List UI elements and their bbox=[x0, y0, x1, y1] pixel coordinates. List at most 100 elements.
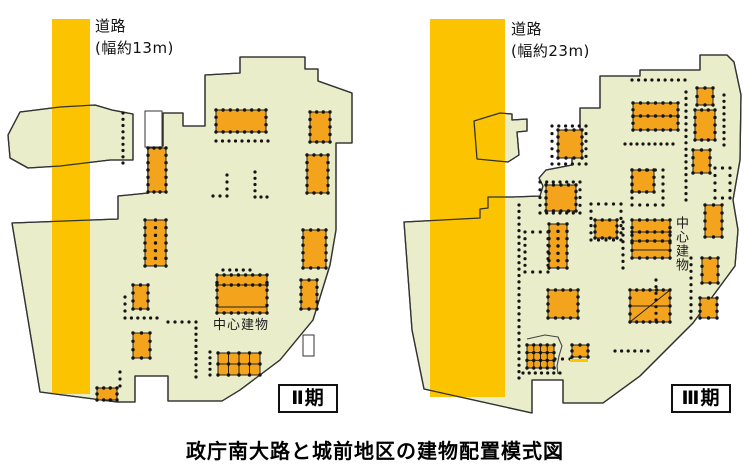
pillar-dot bbox=[630, 248, 634, 253]
pillar-dot bbox=[248, 268, 252, 272]
pillar-dot bbox=[194, 332, 198, 336]
pillar-dot bbox=[643, 78, 647, 82]
pillar-dot bbox=[645, 218, 649, 222]
pillar-dot bbox=[253, 176, 257, 180]
pillar-dot bbox=[242, 108, 247, 112]
pillar-dot bbox=[619, 216, 623, 220]
pillar-dot bbox=[703, 235, 707, 239]
pillar-dot bbox=[315, 307, 319, 311]
pillar-dot bbox=[711, 203, 716, 207]
pillar-dot bbox=[146, 299, 150, 303]
pillar-dot bbox=[653, 114, 658, 118]
pillar-dot bbox=[722, 124, 726, 128]
pillar-dot bbox=[153, 264, 158, 268]
pillar-dot bbox=[121, 136, 125, 140]
pillar-dot bbox=[108, 386, 113, 390]
pillar-dot bbox=[676, 128, 680, 132]
pillar-dot bbox=[328, 125, 332, 129]
pillar-dot bbox=[324, 258, 328, 263]
pillar-dot bbox=[551, 183, 556, 187]
pillar-dot bbox=[565, 211, 569, 215]
pillar-dot bbox=[703, 103, 707, 107]
pillar-dot bbox=[578, 343, 582, 347]
pillar-dot bbox=[227, 139, 231, 143]
pillar-dot bbox=[684, 96, 688, 100]
pillar-dot bbox=[641, 142, 645, 146]
building bbox=[300, 279, 318, 310]
pillar-dot bbox=[523, 250, 527, 254]
pillar-dot bbox=[236, 283, 241, 287]
pillar-dot bbox=[194, 363, 198, 367]
pillar-dot bbox=[305, 160, 309, 165]
pillar-dot bbox=[149, 316, 153, 320]
pillar-dot bbox=[115, 398, 119, 402]
pillar-dot bbox=[584, 147, 588, 151]
pillar-dot bbox=[630, 256, 634, 260]
pillar-dot bbox=[556, 135, 560, 139]
road-label-line2: (幅約23m) bbox=[511, 41, 590, 60]
pillar-dot bbox=[660, 218, 665, 222]
pillar-dot bbox=[720, 219, 724, 223]
pillar-dot bbox=[131, 339, 135, 343]
pillar-dot bbox=[257, 108, 261, 112]
pillar-dot bbox=[538, 230, 542, 234]
pillar-dot bbox=[557, 124, 561, 128]
pillar-dot bbox=[577, 162, 581, 166]
pillar-dot bbox=[546, 295, 550, 299]
pillar-dot bbox=[576, 316, 580, 320]
pillar-dot bbox=[531, 230, 535, 234]
pillar-dot bbox=[706, 296, 711, 300]
pillar-dot bbox=[608, 218, 612, 222]
pillar-dot bbox=[713, 173, 717, 178]
pillar-dot bbox=[146, 168, 150, 172]
pillar-dot bbox=[517, 293, 521, 297]
pillar-dot bbox=[121, 117, 125, 121]
pillar-dot bbox=[668, 239, 672, 243]
site-outline bbox=[473, 112, 528, 163]
pillar-dot bbox=[155, 316, 159, 320]
pillar-dot bbox=[546, 250, 550, 254]
pillar-dot bbox=[326, 176, 330, 180]
pillar-dot bbox=[243, 273, 248, 277]
pillar-dot bbox=[722, 130, 726, 135]
pillar-dot bbox=[713, 108, 717, 112]
center-building-label-phase3: 中心建物 bbox=[673, 216, 688, 272]
pillar-dot bbox=[551, 211, 555, 215]
pillar-dot bbox=[247, 373, 252, 377]
pillar-dot bbox=[153, 241, 158, 245]
pillar-dot bbox=[706, 138, 710, 142]
pillar-dot bbox=[630, 230, 634, 234]
pillar-dot bbox=[301, 266, 305, 270]
pillar-dot bbox=[121, 148, 125, 153]
pillar-dot bbox=[684, 141, 688, 145]
pillar-dot bbox=[566, 183, 571, 187]
pillar-dot bbox=[637, 230, 642, 234]
pillar-dot bbox=[713, 181, 717, 185]
pillar-dot bbox=[545, 211, 549, 215]
pillar-dot bbox=[146, 190, 150, 194]
pillar-dot bbox=[713, 196, 717, 200]
pillar-dot bbox=[650, 78, 654, 82]
pillar-dot bbox=[131, 348, 135, 352]
pillar-dot bbox=[668, 288, 672, 292]
pillar-dot bbox=[164, 218, 168, 222]
building bbox=[701, 257, 719, 284]
pillar-dot bbox=[517, 267, 521, 271]
building bbox=[694, 109, 716, 141]
pillar-dot bbox=[713, 166, 717, 170]
pillar-dot bbox=[299, 300, 303, 304]
pillar-dot bbox=[146, 183, 150, 187]
pillar-dot bbox=[235, 108, 240, 112]
pillar-dot bbox=[693, 108, 697, 112]
pillar-dot bbox=[265, 280, 269, 285]
pillar-dot bbox=[654, 278, 658, 282]
pillar-dot bbox=[544, 196, 548, 200]
pillar-dot bbox=[684, 179, 688, 183]
pillar-dot bbox=[556, 258, 560, 263]
pillar-dot bbox=[517, 318, 521, 322]
pillar-dot bbox=[641, 288, 645, 292]
building bbox=[571, 344, 589, 358]
building bbox=[557, 129, 583, 159]
pillar-dot bbox=[265, 283, 269, 287]
pillar-dot bbox=[208, 367, 212, 371]
